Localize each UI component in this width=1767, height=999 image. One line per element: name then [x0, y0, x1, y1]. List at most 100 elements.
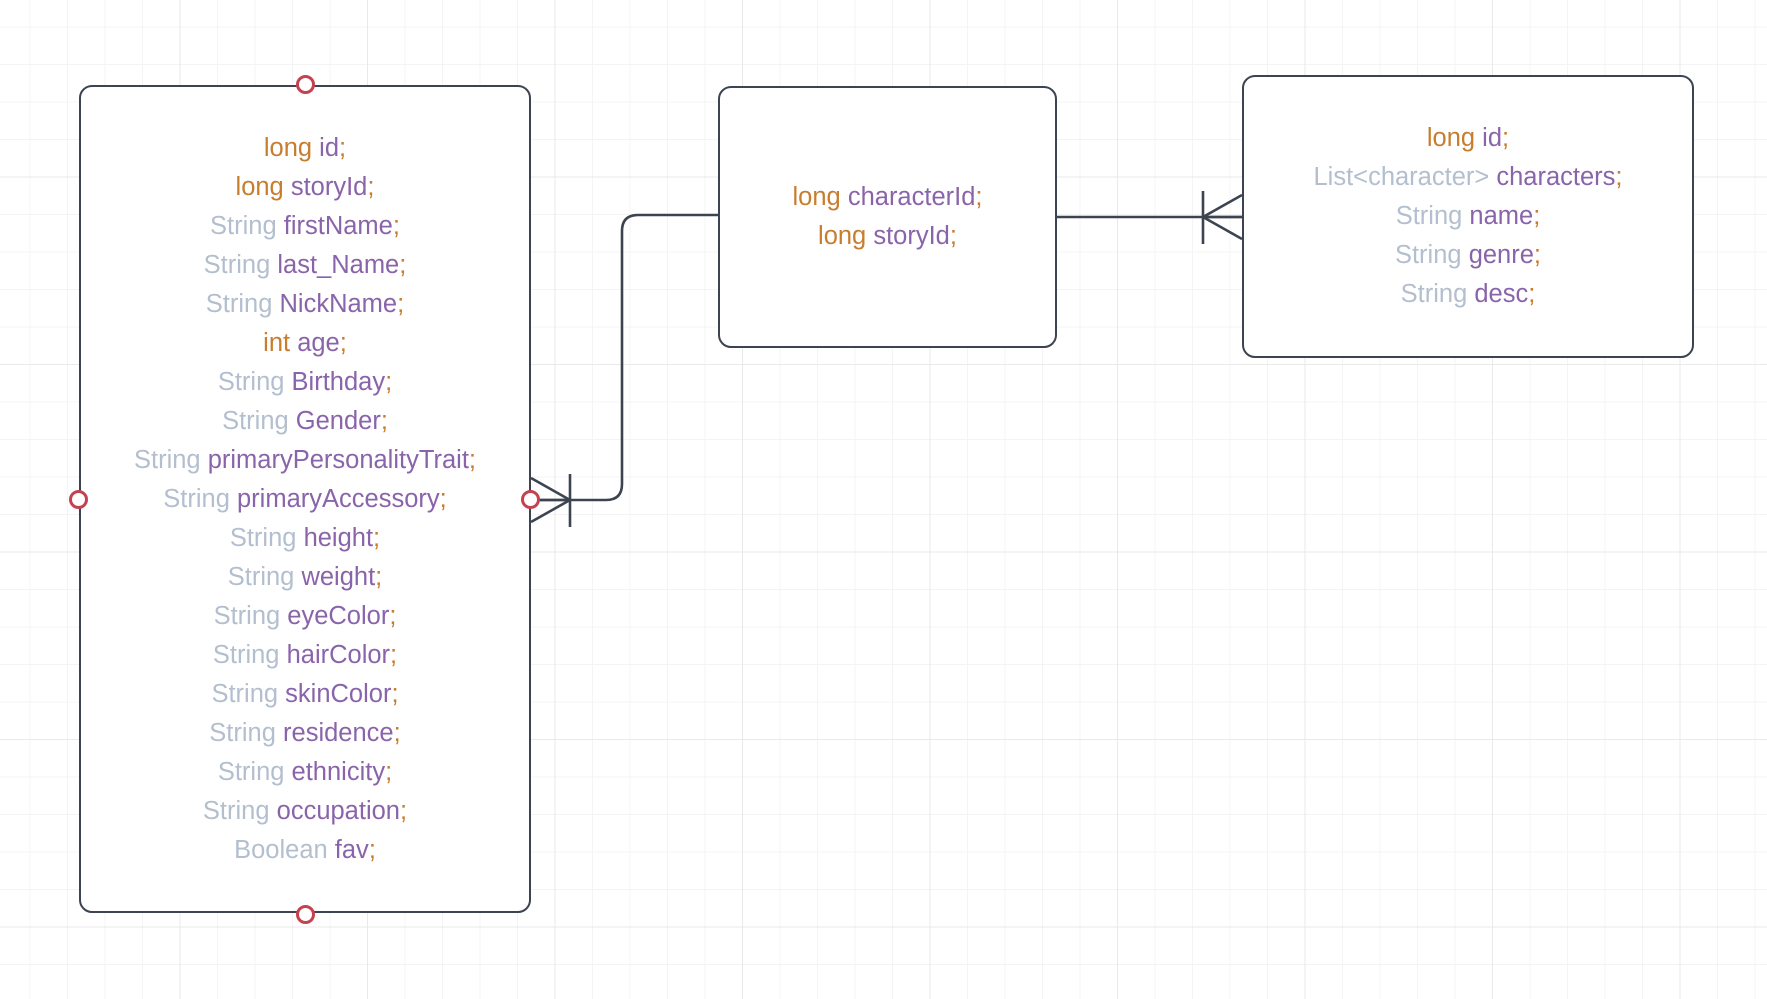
attribute-type: String	[217, 757, 285, 786]
attribute-type: long	[235, 172, 284, 201]
attribute-type: String	[210, 211, 277, 240]
attribute-terminator: ;	[339, 133, 347, 162]
attribute-name: characterId	[847, 183, 976, 211]
attribute-terminator: ;	[1615, 163, 1623, 191]
attribute-name: ethnicity	[291, 757, 386, 786]
attribute-terminator: ;	[1533, 202, 1541, 230]
attribute-type: int	[263, 328, 291, 357]
attribute-terminator: ;	[399, 250, 407, 279]
attribute-row: String skinColor;	[81, 675, 529, 714]
attribute-name: weight	[301, 562, 376, 591]
attribute-name: name	[1469, 202, 1534, 230]
attribute-row: List<character> characters;	[1244, 158, 1692, 197]
attribute-name: id	[1482, 124, 1503, 152]
attribute-type: String	[163, 484, 230, 513]
attribute-terminator: ;	[392, 211, 400, 240]
attribute-type: String	[1395, 202, 1463, 230]
attribute-terminator: ;	[949, 222, 957, 250]
attribute-row: String eyeColor;	[81, 597, 529, 636]
attribute-terminator: ;	[380, 406, 388, 435]
attribute-name: occupation	[276, 796, 400, 825]
attribute-row: long characterId;	[720, 178, 1055, 217]
entity-character-story-join[interactable]: long characterId;long storyId;	[718, 86, 1057, 348]
attribute-row: String occupation;	[81, 792, 529, 831]
attribute-terminator: ;	[1528, 280, 1536, 308]
attribute-type: String	[213, 601, 281, 630]
attribute-row: String primaryPersonalityTrait;	[81, 441, 529, 480]
attribute-name: primaryAccessory	[237, 484, 440, 513]
attribute-row: String genre;	[1244, 236, 1692, 275]
attribute-type: String	[1394, 241, 1462, 269]
attribute-name: Birthday	[291, 367, 386, 396]
attribute-row: String firstName;	[81, 207, 529, 246]
attribute-name: storyId	[873, 222, 950, 250]
attribute-name: genre	[1468, 241, 1534, 269]
attribute-type: String	[222, 406, 289, 435]
character-anchor-right[interactable]	[521, 490, 540, 509]
attribute-name: Gender	[295, 406, 381, 435]
attribute-terminator: ;	[399, 796, 408, 825]
attribute-name: primaryPersonalityTrait	[207, 445, 469, 474]
attribute-type: Boolean	[234, 835, 328, 864]
attribute-type: String	[211, 679, 279, 708]
attribute-row: String residence;	[81, 714, 529, 753]
attribute-name: desc	[1474, 280, 1529, 308]
attribute-row: long id;	[1244, 119, 1692, 158]
attribute-terminator: ;	[390, 640, 398, 669]
attribute-type: String	[205, 289, 273, 318]
attribute-terminator: ;	[439, 484, 447, 513]
attribute-row: String desc;	[1244, 275, 1692, 314]
attribute-terminator: ;	[385, 757, 393, 786]
attribute-terminator: ;	[385, 367, 393, 396]
attribute-type: String	[202, 796, 270, 825]
attribute-name: fav	[334, 835, 369, 864]
attribute-terminator: ;	[389, 601, 397, 630]
attribute-terminator: ;	[393, 718, 401, 747]
character-anchor-bottom[interactable]	[296, 905, 315, 924]
attribute-name: last_Name	[277, 250, 400, 279]
attribute-terminator: ;	[367, 172, 375, 201]
attribute-list-character-story-join: long characterId;long storyId;	[720, 178, 1055, 256]
attribute-type: String	[217, 367, 285, 396]
attribute-type: String	[1400, 280, 1468, 308]
attribute-terminator: ;	[375, 562, 383, 591]
attribute-type: String	[209, 718, 276, 747]
attribute-name: id	[319, 133, 340, 162]
attribute-type: long	[818, 222, 867, 250]
character-anchor-left[interactable]	[69, 490, 88, 509]
attribute-type: String	[227, 562, 295, 591]
attribute-type: String	[203, 250, 271, 279]
attribute-row: String name;	[1244, 197, 1692, 236]
attribute-row: String height;	[81, 519, 529, 558]
entity-character[interactable]: long id;long storyId;String firstName;St…	[79, 85, 531, 913]
attribute-name: eyeColor	[287, 601, 390, 630]
attribute-type: String	[229, 523, 297, 552]
relationship-join-to-story[interactable]	[1057, 191, 1243, 244]
attribute-row: String Birthday;	[81, 363, 529, 402]
attribute-type: long	[263, 133, 313, 162]
attribute-terminator: ;	[368, 835, 376, 864]
attribute-name: storyId	[290, 172, 368, 201]
crowsfoot-many-story	[1202, 193, 1243, 241]
attribute-name: skinColor	[285, 679, 392, 708]
attribute-name: residence	[283, 718, 394, 747]
attribute-type: String	[133, 445, 201, 474]
attribute-row: long id;	[81, 129, 529, 168]
character-anchor-top[interactable]	[296, 75, 315, 94]
attribute-row: long storyId;	[720, 217, 1055, 256]
attribute-terminator: ;	[397, 289, 405, 318]
attribute-type: String	[212, 640, 280, 669]
attribute-name: age	[297, 328, 340, 357]
relationship-character-to-join[interactable]	[530, 213, 718, 527]
attribute-terminator: ;	[339, 328, 347, 357]
attribute-name: hairColor	[286, 640, 391, 669]
attribute-row: int age;	[81, 324, 529, 363]
attribute-terminator: ;	[468, 445, 476, 474]
entity-story[interactable]: long id;List<character> characters;Strin…	[1242, 75, 1694, 358]
attribute-row: String hairColor;	[81, 636, 529, 675]
attribute-list-character: long id;long storyId;String firstName;St…	[81, 129, 529, 870]
attribute-name: characters	[1496, 163, 1616, 191]
attribute-row: String ethnicity;	[81, 753, 529, 792]
